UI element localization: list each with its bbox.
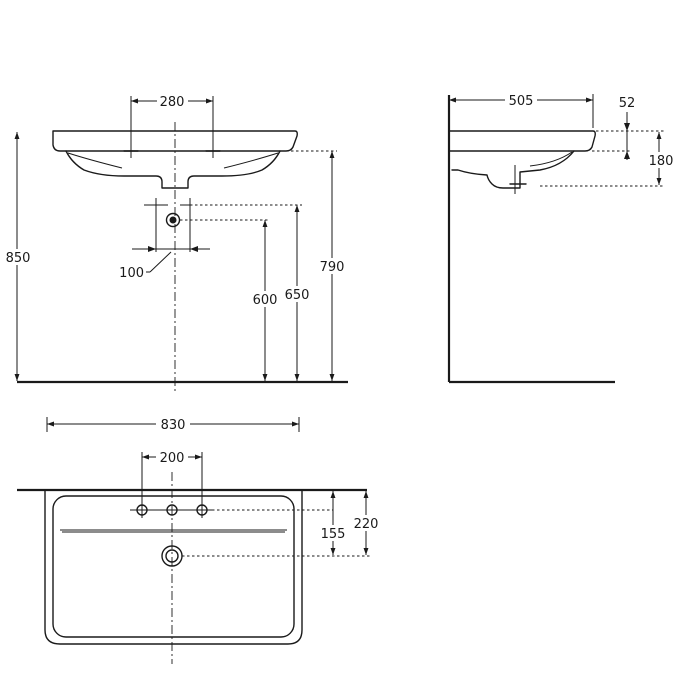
- side-label-180-bg: [646, 152, 676, 168]
- top-tap-offset-label: 220: [354, 517, 379, 532]
- front-bowl-curve-right: [223, 152, 279, 169]
- front-height-850-label: 850: [6, 251, 31, 266]
- side-depth-label: 505: [509, 94, 534, 109]
- top-basin-outline: [44, 489, 303, 645]
- front-waste-leader: [149, 251, 172, 273]
- top-width-label: 830: [161, 418, 186, 433]
- side-view: 505 52 180: [447, 94, 676, 384]
- top-label-220-bg: [351, 515, 381, 531]
- top-bowl-inner: [52, 495, 295, 638]
- top-view: 830 200 155 22: [17, 417, 381, 664]
- top-label-155-bg: [318, 525, 348, 541]
- top-drain-inner: [165, 549, 179, 563]
- front-label-650-bg: [282, 286, 312, 302]
- front-height-790-label: 790: [320, 260, 345, 275]
- front-waste-spacing-label: 100: [119, 266, 144, 281]
- front-label-790-bg: [317, 258, 347, 274]
- side-basin-outline: [448, 130, 596, 152]
- top-drain-offset-label: 155: [321, 527, 346, 542]
- front-waste-outlet: [165, 212, 181, 228]
- front-tap-spacing-label: 280: [160, 95, 185, 110]
- side-bowl-height-label: 180: [649, 154, 674, 169]
- front-height-600-label: 600: [253, 293, 278, 308]
- front-bowl-curve-left: [67, 152, 123, 169]
- front-view: 280 100 600 650 790 850: [3, 95, 348, 392]
- side-dim-52-arrow-top: [624, 123, 630, 131]
- front-basin-outline: [52, 130, 298, 152]
- side-rim-thickness-label: 52: [619, 96, 636, 111]
- top-tap-spacing-label: 200: [160, 451, 185, 466]
- front-bowl-underside: [65, 150, 281, 189]
- front-label-600-bg: [250, 291, 280, 307]
- side-bowl-inner-curve: [529, 151, 573, 167]
- front-label-850-bg: [3, 249, 33, 265]
- front-waste-outlet-core: [169, 216, 177, 224]
- front-waste-dim-arrow-right: [190, 246, 198, 252]
- front-waste-dim-arrow-left: [148, 246, 156, 252]
- front-height-650-label: 650: [285, 288, 310, 303]
- side-dim-52-arrow-bottom: [624, 151, 630, 159]
- side-bowl-underside: [451, 150, 575, 189]
